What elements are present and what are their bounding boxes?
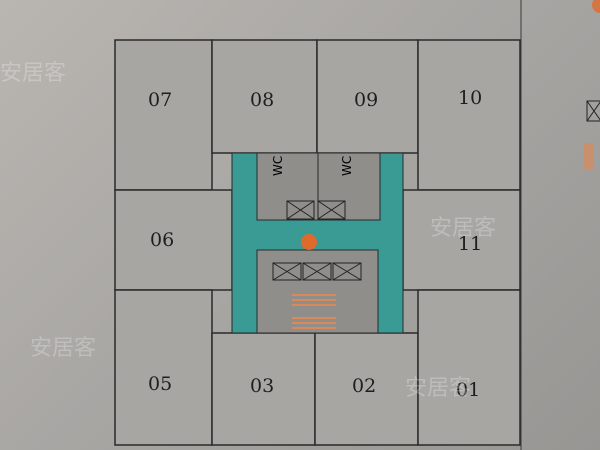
room-label: 11 — [458, 233, 482, 255]
wc-right-label: WC — [340, 156, 354, 176]
room-03[interactable]: 03 — [211, 332, 316, 446]
room-08[interactable]: 08 — [211, 39, 318, 154]
room-01[interactable]: 01 — [417, 289, 521, 446]
core: WC WC — [231, 152, 404, 334]
room-label: 06 — [150, 229, 174, 251]
room-06[interactable]: 06 — [114, 189, 233, 291]
room-11[interactable]: 11 — [402, 189, 521, 291]
room-label: 05 — [148, 373, 172, 395]
room-09[interactable]: 09 — [316, 39, 419, 154]
room-10[interactable]: 10 — [417, 39, 521, 191]
stair-icon — [292, 294, 336, 329]
room-07[interactable]: 07 — [114, 39, 213, 191]
watermark: 安居客 — [430, 216, 496, 241]
room-label: 09 — [354, 89, 378, 111]
room-label: 02 — [352, 375, 376, 397]
legend-elevator-icon — [586, 100, 600, 122]
legend — [520, 0, 600, 450]
you-are-here-marker — [301, 234, 317, 250]
legend-stair-icon — [584, 143, 594, 169]
wc-left-label: WC — [271, 156, 285, 176]
room-label: 08 — [250, 89, 274, 111]
legend-marker-icon — [592, 0, 600, 13]
room-05[interactable]: 05 — [114, 289, 213, 446]
elevator-icon — [272, 200, 362, 281]
room-label: 03 — [250, 375, 274, 397]
room-02[interactable]: 02 — [314, 332, 419, 446]
watermark: 安居客 — [405, 376, 471, 401]
room-label: 01 — [456, 379, 480, 401]
room-label: 07 — [148, 89, 172, 111]
room-label: 10 — [458, 87, 482, 109]
watermark: 安居客 — [30, 336, 96, 361]
watermark: 安居客 — [0, 61, 66, 86]
